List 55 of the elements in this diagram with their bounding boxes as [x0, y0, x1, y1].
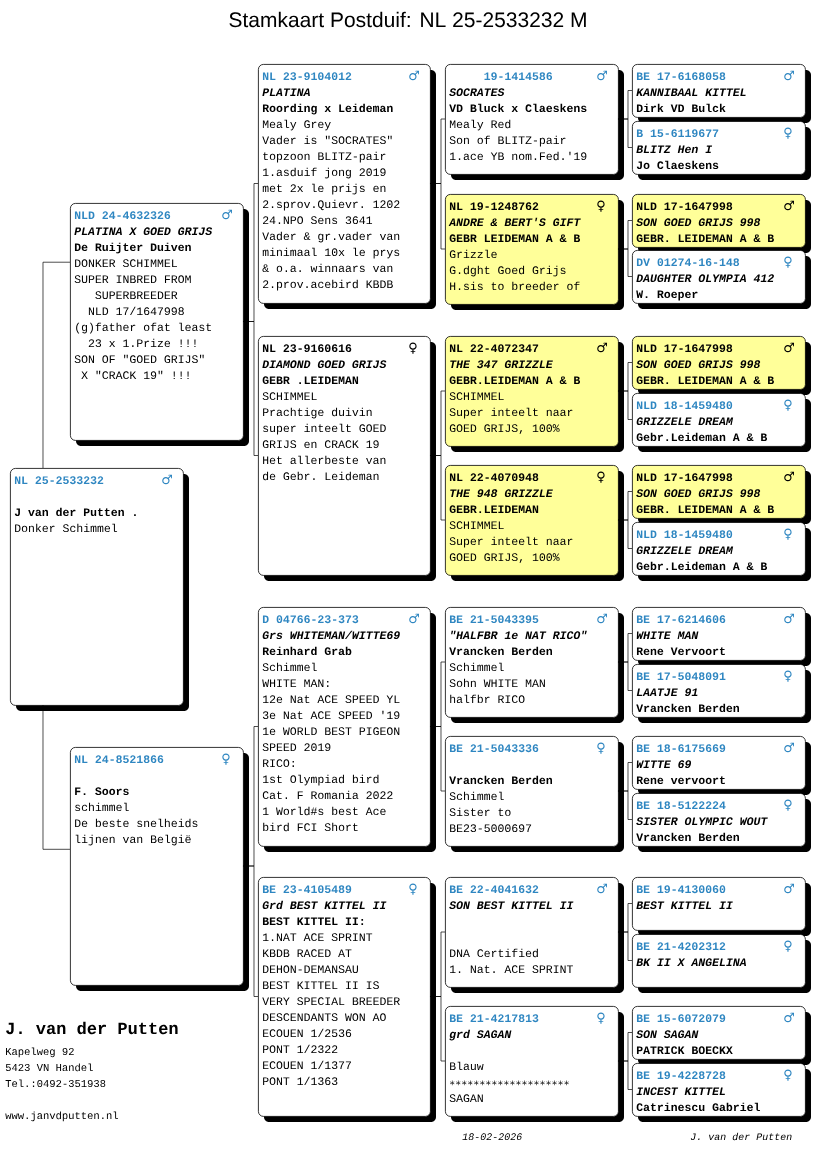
pedigree-card: NL 23-9104012 ♂ PLATINA Roording x Leideman Mealy Grey Vader is "SOCRATES" topzoon BLITZ-pair 1.asduif jong 2019 met 2x le prijs en 2.sprov.Quievr. 1202 24.NPO Sens 3641 Vader & gr.vader van minimaal 10x le prys & o.a. winnaars van 2.prov.acebird KBDB — [258, 64, 436, 309]
website-address: www.janvdputten.nl — [5, 1111, 118, 1122]
pedigree-card: B 15-6119677 ♀ BLITZ Hen I Jo Claeskens — [632, 121, 811, 180]
address-line: 5423 VN Handel — [5, 1063, 93, 1072]
connector-line — [617, 790, 633, 820]
connector-line — [429, 455, 446, 521]
pedigree-card: NLD 18-1459480 ♀ GRIZZELE DREAM Gebr.Leideman A & B — [632, 393, 811, 452]
pedigree-card: NLD 24-4632326 ♂ PLATINA X GOED GRIJS De Ruijter Duiven DONKER SCHIMMEL SUPER INBRED FROM SUPERBREEDER NLD 17/1647998 (g)father ofat least 23 x 1.Prize !!! SON OF "GOED GRIJS" X "CRACK 19" !!! — [70, 203, 249, 446]
print-date: 18-02-2026 — [462, 1133, 522, 1141]
pedigree-card: D 04766-23-373 ♂ Grs WHITEMAN/WITTE69 Reinhard Grab Schimmel WHITE MAN: 12e Nat ACE SPEED YL 3e Nat ACE SPEED '19 1e WORLD BEST PIGEON SPEED 2019 RICO: 1st Olympiad bird Cat. F Romania 2022 1 World#s best Ace bird FCI Short — [258, 607, 436, 852]
pedigree-card: NLD 17-1647998 ♂ SON GOED GRIJS 998 GEBR. LEIDEMAN A & B — [632, 194, 811, 253]
connector-line — [42, 261, 71, 469]
pedigree-card: BE 17-6214606 ♂ WHITE MAN Rene Vervoort — [632, 607, 811, 666]
title: Stamkaart Postduif: NL 25-2533232 M — [229, 11, 586, 28]
pedigree-card: BE 21-4217813 ♀ grd SAGAN Blauw ∗∗∗∗∗∗∗∗∗∗∗∗∗∗∗∗∗∗∗∗ SAGAN — [445, 1006, 624, 1122]
pedigree-card: NLD 17-1647998 ♂ SON GOED GRIJS 998 GEBR. LEIDEMAN A & B — [632, 336, 811, 395]
pedigree-card: BE 18-6175669 ♂ WITTE 69 Rene vervoort — [632, 736, 811, 795]
connector-line — [429, 726, 446, 792]
connector-line — [242, 321, 259, 456]
footer-name: J. van der Putten — [690, 1132, 792, 1141]
pedigree-card: NLD 18-1459480 ♀ GRIZZELE DREAM Gebr.Leideman A & B — [632, 522, 811, 581]
pedigree-card: BE 15-6072079 ♂ SON SAGAN PATRICK BOECKX — [632, 1006, 811, 1065]
connector-line — [617, 519, 633, 549]
pedigree-card: NL 22-4072347 ♂ THE 347 GRIZZLE GEBR.LEIDEMAN A & B SCHIMMEL Super inteelt naar GOED GRIJS, 100% — [445, 336, 624, 452]
pedigree-card: NLD 17-1647998 ♂ SON GOED GRIJS 998 GEBR. LEIDEMAN A & B — [632, 465, 811, 524]
owner-name: J. van der Putten — [6, 1021, 178, 1035]
connector-line — [617, 931, 633, 961]
pedigree-card: BE 17-5048091 ♀ LAATJE 91 Vrancken Berden — [632, 664, 811, 723]
pedigree-card: NL 19-1248762 ♀ ANDRE & BERT'S GIFT GEBR LEIDEMAN A & B Grizzle G.dght Goed Grijs H.sis to breeder of — [445, 194, 624, 310]
address-line: Kapelweg 92 — [6, 1047, 74, 1058]
pedigree-card: 19-1414586 ♂ SOCRATES VD Bluck x Claeskens Mealy Red Son of BLITZ-pair 1.ace YB nom.Fed.'19 — [445, 64, 624, 180]
pedigree-card: BE 17-6168058 ♂ KANNIBAAL KITTEL Dirk VD Bulck — [632, 64, 811, 123]
pedigree-card: NL 25-2533232 ♂ J van der Putten . Donker Schimmel — [10, 468, 189, 711]
connector-line — [617, 390, 633, 420]
phone-number: Tel.:0492-351938 — [5, 1079, 106, 1088]
pedigree-card: NL 24-8521866 ♀ F. Soors schimmel De beste snelheids lijnen van België — [70, 747, 249, 991]
pedigree-card: BE 18-5122224 ♀ SISTER OLYMPIC WOUT Vrancken Berden — [632, 793, 811, 852]
connector-line — [429, 183, 446, 250]
connector-line — [617, 1060, 633, 1090]
pedigree-card: BE 21-4202312 ♀ BK II X ANGELINA — [632, 934, 811, 993]
connector-line — [242, 865, 259, 997]
pedigree-card: NL 22-4070948 ♀ THE 948 GRIZZLE GEBR.LEIDEMAN SCHIMMEL Super inteelt naar GOED GRIJS, 100% — [445, 465, 624, 581]
pedigree-card: BE 22-4041632 ♂ SON BEST KITTEL II DNA Certified 1. Nat. ACE SPRINT — [445, 877, 624, 993]
pedigree-card: BE 21-5043395 ♂ "HALFBR 1e NAT RICO" Vrancken Berden Schimmel Sohn WHITE MAN halfbr RICO — [445, 607, 624, 723]
pedigree-card: DV 01274-16-148 ♀ DAUGHTER OLYMPIA 412 W. Roeper — [632, 250, 811, 309]
connector-line — [617, 118, 633, 148]
connector-line — [429, 996, 446, 1062]
pedigree-card: BE 19-4228728 ♀ INCEST KITTEL Catrinescu Gabriel — [632, 1063, 811, 1122]
connector-line — [617, 661, 633, 691]
pedigree-card: BE 19-4130060 ♂ BEST KITTEL II — [632, 877, 811, 936]
connector-line — [42, 704, 71, 850]
pedigree-card: NL 23-9160616 ♀ DIAMOND GOED GRIJS GEBR .LEIDEMAN SCHIMMEL Prachtige duivin super inteelt GOED GRIJS en CRACK 19 Het allerbeste van de Gebr. Leideman — [258, 336, 436, 581]
pedigree-card: BE 21-5043336 ♀ Vrancken Berden Schimmel Sister to BE23-5000697 — [445, 736, 624, 852]
pedigree-card: BE 23-4105489 ♀ Grd BEST KITTEL II BEST KITTEL II: 1.NAT ACE SPRINT KBDB RACED AT DEHON-DEMANSAU BEST KITTEL II IS VERY SPECIAL BREEDER DESCENDANTS WON AO ECOUEN 1/2536 PONT 1/2322 ECOUEN 1/1377 PONT 1/1363 — [258, 877, 436, 1122]
connector-line — [617, 248, 633, 277]
